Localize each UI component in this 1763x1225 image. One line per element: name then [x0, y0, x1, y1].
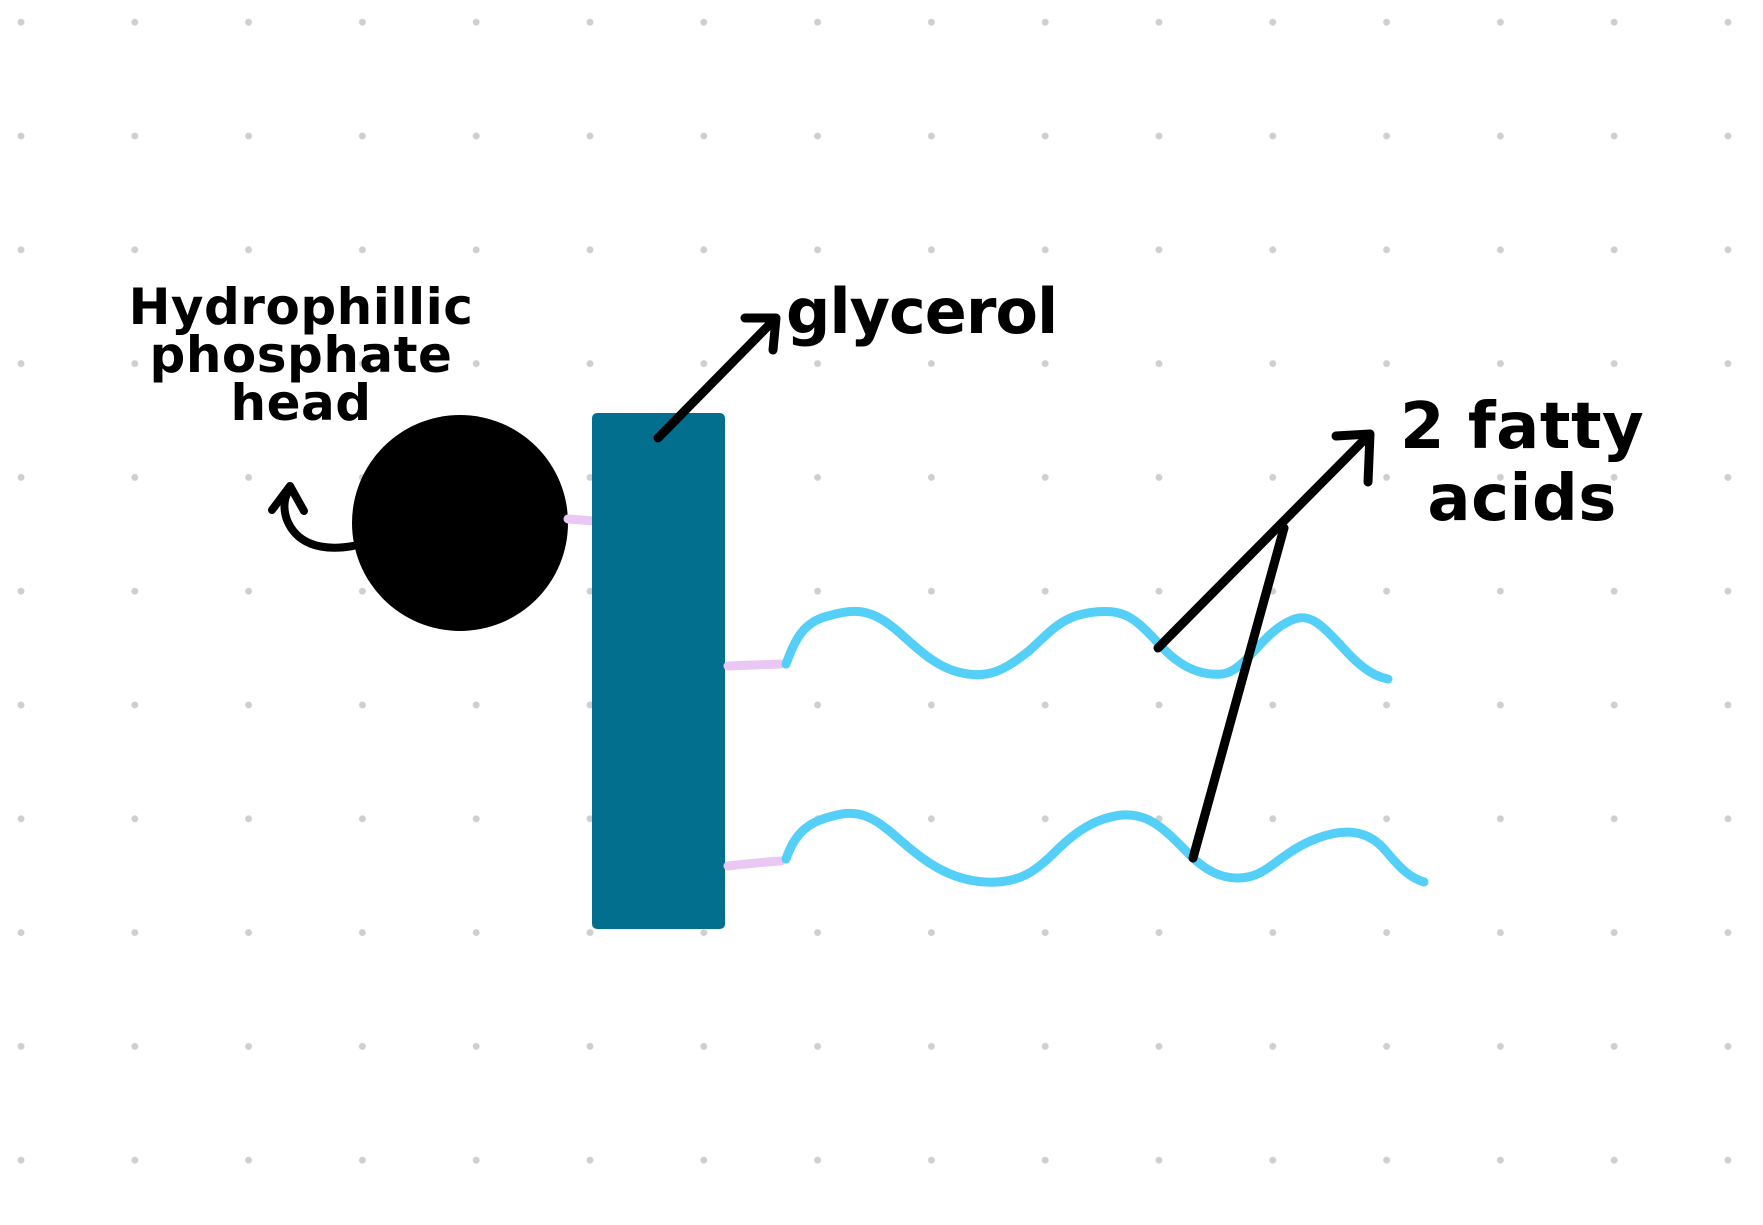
fatty-acids-arrowhead [1331, 429, 1375, 487]
head-glycerol-bond [563, 514, 599, 526]
fatty-acids-arrow-1 [1153, 431, 1373, 653]
glycerol-arrow [653, 315, 779, 443]
fatty-acid-tail-1 [781, 606, 1393, 684]
fatty-acids-arrow-2 [1188, 523, 1289, 863]
phosphate-arrowhead [268, 482, 308, 515]
fatty-acids-label: 2 fatty acids [1400, 390, 1645, 536]
glycerol-tail-bond-2 [723, 856, 786, 871]
glycerol-arrowhead [740, 313, 781, 355]
phosphate-head-circle [352, 415, 568, 631]
glycerol-tail-bond-1 [723, 659, 786, 671]
glycerol-rectangle [592, 413, 725, 929]
glycerol-label: glycerol [786, 275, 1058, 348]
phosphate-head-label: Hydrophillic phosphate head [128, 278, 474, 432]
fatty-acid-tail-2 [781, 808, 1429, 887]
